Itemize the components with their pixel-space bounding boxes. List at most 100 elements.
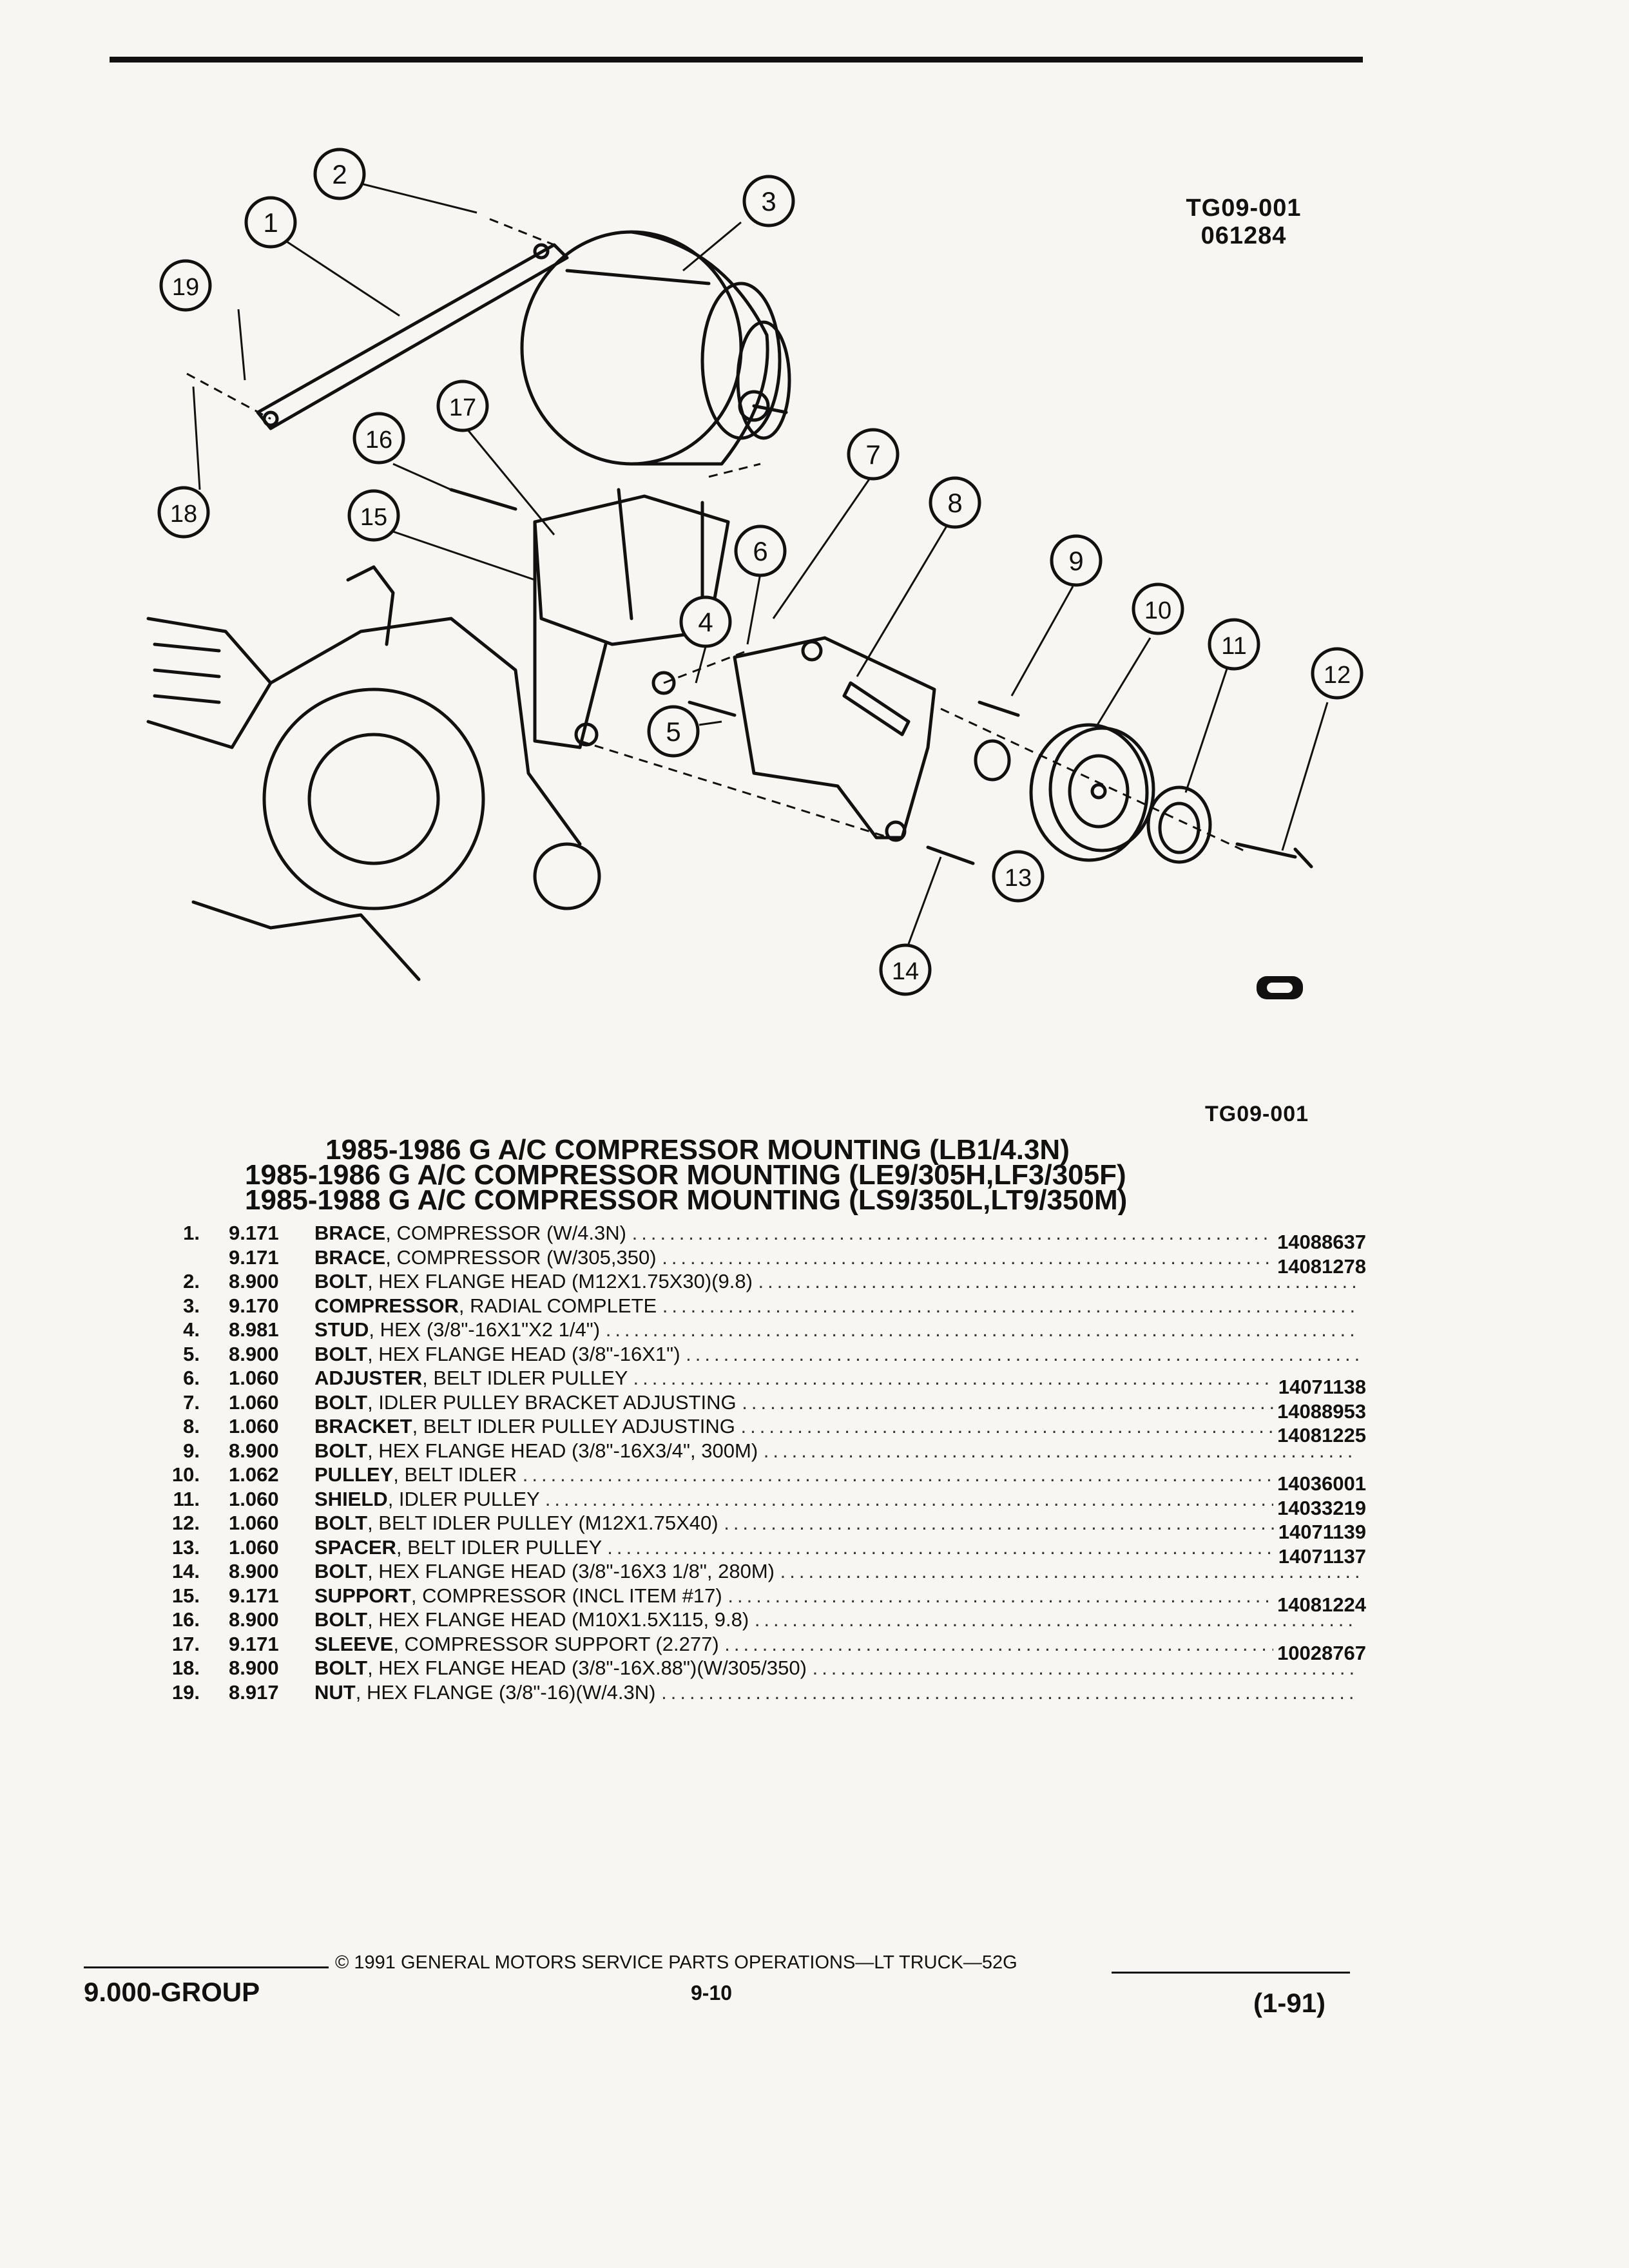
part-name: PULLEY <box>314 1463 394 1486</box>
group-number: 1.060 <box>229 1367 279 1389</box>
part-number: 10028767 <box>1273 1640 1366 1665</box>
group-number: 9.171 <box>229 1222 279 1244</box>
callout-circle-1 <box>244 196 297 249</box>
leader-dots: ........................................… <box>661 1680 1358 1704</box>
callout-circle-15 <box>347 489 400 542</box>
callout-label-15: 15 <box>360 504 387 531</box>
item-number: 4. <box>183 1318 200 1341</box>
item-number: 1. <box>183 1222 200 1244</box>
callout-circle-17 <box>436 380 489 432</box>
part-description: STUD, HEX (3/8"-16X1"X2 1/4") ..........… <box>314 1318 1358 1342</box>
part-detail: , HEX FLANGE HEAD (3/8"-16X.88")(W/305/3… <box>367 1657 807 1679</box>
part-detail: , COMPRESSOR SUPPORT (2.277) <box>393 1632 719 1655</box>
part-number: 14088953 <box>1273 1399 1366 1423</box>
leader-dots: ........................................… <box>780 1560 1358 1582</box>
item-number: 16. <box>171 1608 200 1631</box>
section-title-3: 1985-1988 G A/C COMPRESSOR MOUNTING (LS9… <box>245 1184 1128 1216</box>
leader-dots: ........................................… <box>724 1512 1358 1534</box>
part-number: 14071138 <box>1274 1375 1366 1399</box>
callout-label-8: 8 <box>947 488 962 518</box>
part-detail: , BELT IDLER PULLEY ADJUSTING <box>412 1415 735 1437</box>
footer-copyright: © 1991 GENERAL MOTORS SERVICE PARTS OPER… <box>335 1952 1017 1973</box>
part-description: SUPPORT, COMPRESSOR (INCL ITEM #17) ....… <box>314 1584 1358 1608</box>
section-title-2: 1985-1986 G A/C COMPRESSOR MOUNTING (LE9… <box>245 1159 1126 1191</box>
leader-dots: ........................................… <box>728 1584 1358 1607</box>
callout-label-16: 16 <box>365 427 392 454</box>
brace-drawing <box>256 243 569 430</box>
callout-circle-18 <box>157 486 210 539</box>
part-name: BOLT <box>314 1512 368 1534</box>
callout-label-6: 6 <box>753 536 767 566</box>
part-detail: , BELT IDLER PULLEY <box>422 1367 628 1389</box>
footer-rule-left <box>84 1966 329 1968</box>
item-number: 19. <box>171 1680 200 1704</box>
stud-4-drawing <box>688 700 737 717</box>
part-detail: , BELT IDLER <box>393 1463 517 1486</box>
bolt-16-drawing <box>449 488 517 511</box>
part-name: BOLT <box>314 1560 368 1582</box>
group-number: 8.900 <box>229 1270 279 1293</box>
callout-circle-10 <box>1132 582 1184 635</box>
group-number: 1.060 <box>229 1535 279 1559</box>
spacer-drawing <box>974 739 1011 782</box>
part-detail: , COMPRESSOR (INCL ITEM #17) <box>410 1584 722 1607</box>
bolt-14-drawing <box>926 845 975 865</box>
group-number: 1.062 <box>229 1463 279 1486</box>
parts-row: 10. 1.062 PULLEY, BELT IDLER .............… <box>155 1463 1366 1496</box>
part-description: SPACER, BELT IDLER PULLEY ..............… <box>314 1535 1358 1560</box>
callout-circle-4 <box>679 595 732 648</box>
part-detail: , COMPRESSOR (W/4.3N) <box>385 1222 626 1244</box>
callout-circle-3 <box>742 175 795 227</box>
part-detail: , RADIAL COMPLETE <box>458 1294 657 1317</box>
callout-label-5: 5 <box>666 716 680 747</box>
item-number: 17. <box>171 1632 200 1655</box>
part-name: BOLT <box>314 1657 368 1679</box>
part-description: ADJUSTER, BELT IDLER PULLEY ............… <box>314 1366 1358 1390</box>
part-name: NUT <box>314 1680 356 1704</box>
group-number: 1.060 <box>229 1487 279 1510</box>
callout-label-12: 12 <box>1324 662 1351 689</box>
leader-dots: ........................................… <box>633 1367 1358 1389</box>
part-number: 14081278 <box>1273 1254 1366 1278</box>
exploded-view-diagram: 1 2 3 4 5 6 7 8 9 10 11 12 13 14 15 16 1… <box>146 148 1364 999</box>
callout-label-7: 7 <box>865 439 880 470</box>
callout-circle-13 <box>992 850 1045 903</box>
footer-page-number: 9-10 <box>691 1981 733 2004</box>
assembly-dashed-lines <box>186 218 1244 852</box>
item-number: 9. <box>183 1439 200 1462</box>
leader-dots: ........................................… <box>763 1439 1358 1462</box>
shield-drawing <box>1146 785 1212 864</box>
part-detail: , BELT IDLER PULLEY <box>396 1535 602 1559</box>
part-name: ADJUSTER <box>314 1367 423 1389</box>
part-description: BRACKET, BELT IDLER PULLEY ADJUSTING ...… <box>314 1414 1358 1439</box>
item-number: 10. <box>171 1463 200 1486</box>
part-number: 14081224 <box>1273 1592 1366 1617</box>
part-name: STUD <box>314 1318 369 1341</box>
callout-circle-7 <box>847 428 900 481</box>
part-description: BOLT, BELT IDLER PULLEY (M12X1.75X40) ..… <box>314 1511 1358 1535</box>
group-number: 8.900 <box>229 1439 279 1462</box>
group-number: 8.917 <box>229 1680 279 1704</box>
callout-label-9: 9 <box>1068 546 1083 576</box>
figure-code-bottom: TG09-001 <box>1205 1102 1309 1126</box>
top-rule <box>110 57 1363 62</box>
callout-label-13: 13 <box>1005 865 1032 892</box>
bolt-9-drawing <box>978 700 1020 717</box>
callout-label-2: 2 <box>332 159 347 189</box>
leader-dots: ........................................… <box>754 1608 1358 1631</box>
callout-circle-11 <box>1208 618 1260 671</box>
leader-dots: ........................................… <box>742 1390 1358 1414</box>
part-description: BOLT, HEX FLANGE HEAD (3/8"-16X3/4", 300… <box>314 1439 1358 1463</box>
callout-circle-12 <box>1311 647 1364 700</box>
leader-dots: ........................................… <box>631 1222 1358 1244</box>
leader-dots: ........................................… <box>522 1463 1358 1486</box>
part-description: BOLT, HEX FLANGE HEAD (M10X1.5X115, 9.8)… <box>314 1608 1358 1632</box>
callout-leaders <box>192 182 1329 945</box>
